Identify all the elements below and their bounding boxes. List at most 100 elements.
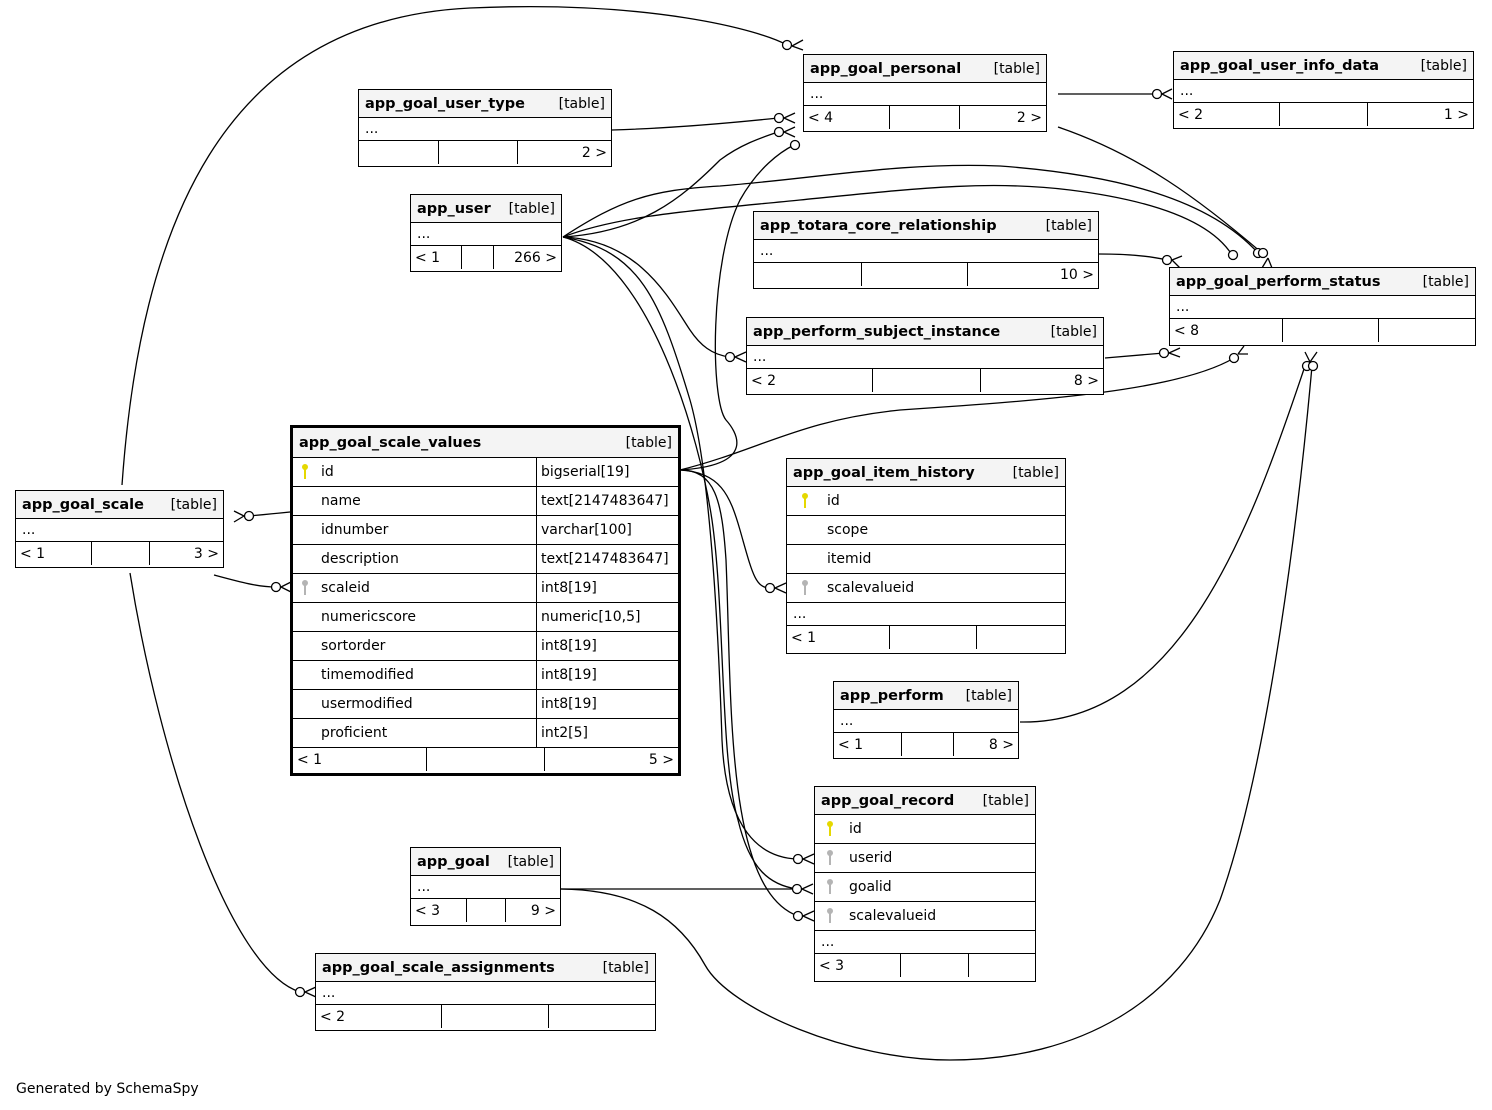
table-kind-label: [table] [1050, 323, 1097, 340]
column-row[interactable]: scalevalueid [787, 574, 1065, 603]
edge-end-marker [724, 351, 736, 363]
column-row[interactable]: scope [787, 516, 1065, 545]
column-row[interactable]: itemid [787, 545, 1065, 574]
column-row[interactable]: userid [815, 844, 1035, 873]
primary-key-icon [302, 464, 308, 480]
edge-end-marker [270, 581, 282, 593]
crowfoot [802, 910, 815, 922]
parents-count[interactable]: < 1 [293, 748, 427, 771]
generated-by-footer: Generated by SchemaSpy [16, 1081, 199, 1097]
crowfoot [783, 126, 796, 138]
children-count[interactable]: 8 > [988, 736, 1014, 753]
edge-end-marker [781, 39, 793, 51]
children-count[interactable] [969, 954, 1035, 977]
parents-count[interactable] [359, 141, 439, 164]
children-count[interactable]: 266 > [514, 249, 557, 266]
children-count[interactable]: 2 > [1016, 109, 1042, 126]
parents-count[interactable]: < 2 [316, 1005, 442, 1028]
parents-count[interactable]: < 1 [834, 733, 902, 756]
parents-count[interactable]: < 3 [815, 954, 901, 977]
rows-count [902, 733, 954, 756]
children-count[interactable] [1379, 319, 1475, 342]
table-app-totara-core-relationship[interactable]: app_totara_core_relationship[table] ... … [753, 211, 1099, 289]
table-name: app_perform [840, 687, 944, 704]
edge-user-to-goal-record-userid [562, 236, 799, 860]
crowfoot [1304, 351, 1318, 363]
table-name: app_user [417, 200, 491, 217]
table-app-goal-perform-status[interactable]: app_goal_perform_status[table] ... < 8 [1169, 267, 1476, 346]
children-count[interactable]: 3 > [193, 545, 219, 562]
column-type: int2[5] [536, 719, 678, 747]
parents-count[interactable] [754, 263, 862, 286]
parents-count[interactable]: < 1 [787, 626, 890, 649]
parents-count[interactable]: < 4 [804, 106, 890, 129]
column-type: int8[19] [536, 574, 678, 602]
key-cell [815, 879, 845, 895]
column-name: timemodified [321, 667, 414, 683]
rows-count [873, 369, 981, 392]
column-name: name [321, 493, 361, 509]
edge-perform-to-perform-status [1019, 365, 1306, 723]
parents-count[interactable]: < 8 [1170, 319, 1283, 342]
table-name: app_goal_scale_values [299, 434, 482, 451]
parents-count[interactable]: < 1 [411, 246, 462, 269]
more-columns: ... [316, 982, 655, 1005]
crowfoot [1168, 347, 1181, 358]
primary-key-icon [827, 821, 833, 837]
edge-end-marker [1257, 247, 1269, 259]
column-name: usermodified [321, 696, 413, 712]
column-name: scalevalueid [849, 908, 937, 924]
children-count[interactable]: 5 > [648, 751, 674, 768]
column-name: itemid [827, 551, 872, 567]
column-row[interactable]: id [787, 487, 1065, 516]
table-app-goal-user-type[interactable]: app_goal_user_type[table] ... 2 > [358, 89, 612, 167]
table-name: app_goal_personal [810, 60, 962, 77]
table-kind-label: [table] [993, 60, 1040, 77]
children-count[interactable]: 10 > [1060, 266, 1094, 283]
children-count[interactable]: 2 > [581, 144, 607, 161]
more-columns: ... [411, 876, 560, 899]
parents-count[interactable]: < 2 [747, 369, 873, 392]
table-name: app_totara_core_relationship [760, 217, 997, 234]
table-app-goal-scale-assignments[interactable]: app_goal_scale_assignments[table] ... < … [315, 953, 656, 1031]
edge-scale-values-to-perform-status [679, 357, 1235, 471]
key-cell [293, 464, 317, 480]
rows-count [890, 106, 960, 129]
edge-end-marker [243, 510, 255, 522]
parents-count[interactable]: < 2 [1174, 103, 1280, 126]
children-count[interactable]: 9 > [530, 902, 556, 919]
table-name: app_goal_scale_assignments [322, 959, 555, 976]
edge-scale-values-to-item-history [679, 469, 771, 589]
column-row[interactable]: scalevalueid [815, 902, 1035, 931]
children-count[interactable]: 8 > [1073, 372, 1099, 389]
column-row[interactable]: id [815, 815, 1035, 844]
table-app-perform-subject-instance[interactable]: app_perform_subject_instance[table] ... … [746, 317, 1104, 395]
column-name: idnumber [321, 522, 389, 538]
parents-count[interactable]: < 3 [411, 899, 467, 922]
column-row[interactable]: goalid [815, 873, 1035, 902]
parents-count[interactable]: < 1 [16, 542, 92, 565]
children-count[interactable] [549, 1005, 655, 1028]
children-count[interactable] [977, 626, 1065, 649]
children-count[interactable]: 1 > [1443, 106, 1469, 123]
